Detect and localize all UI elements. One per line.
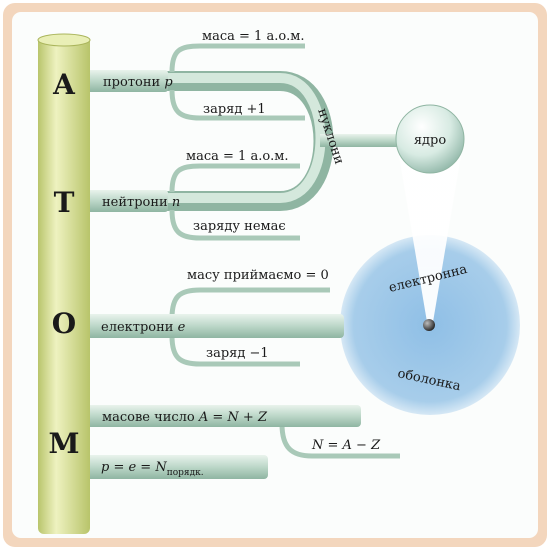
mass-number-label: масове число A = N + Z — [102, 410, 268, 425]
atom-letter-m: М — [49, 427, 80, 460]
atom-letter-t: Т — [54, 186, 75, 219]
nucleus-label: ядро — [414, 133, 447, 148]
nucleus-dot — [423, 319, 435, 331]
neutron-mass-arc — [169, 163, 300, 193]
electron-charge-label: заряд −1 — [206, 346, 269, 361]
proton-mass-label: маса = 1 а.о.м. — [202, 29, 305, 44]
proton-rule-tube — [86, 455, 268, 479]
proton-tube — [86, 70, 168, 92]
neutron-charge-label: заряду немає — [193, 219, 286, 234]
neutron-count-formula: N = A − Z — [311, 438, 381, 453]
electron-charge-arc — [169, 335, 300, 367]
proton-mass-arc — [169, 43, 305, 73]
atom-letter-o: О — [52, 307, 76, 340]
nucleus-sphere — [395, 104, 465, 174]
proton-label: протони p — [103, 75, 173, 90]
atom-letter-a: А — [53, 68, 76, 101]
electron-tube — [86, 314, 344, 338]
neutron-charge-arc — [169, 209, 300, 241]
electron-label: електрони e — [101, 320, 186, 335]
neutron-count-arc — [279, 423, 400, 459]
atom-trunk-top — [37, 33, 91, 47]
zoom-beam — [398, 150, 462, 322]
neutron-mass-label: маса = 1 а.о.м. — [186, 149, 289, 164]
neutron-label: нейтрони n — [102, 195, 180, 210]
electron-mass-arc — [169, 287, 330, 319]
proton-rule-formula: p = e = Nпорядк. — [101, 460, 204, 478]
atom-trunk — [38, 36, 90, 534]
neutron-tube — [86, 190, 168, 212]
proton-charge-arc — [169, 89, 305, 121]
nucleus-connector — [320, 134, 400, 147]
electron-mass-label: масу приймаємо = 0 — [187, 268, 329, 283]
proton-charge-label: заряд +1 — [203, 102, 266, 117]
mass-number-tube — [86, 405, 361, 427]
